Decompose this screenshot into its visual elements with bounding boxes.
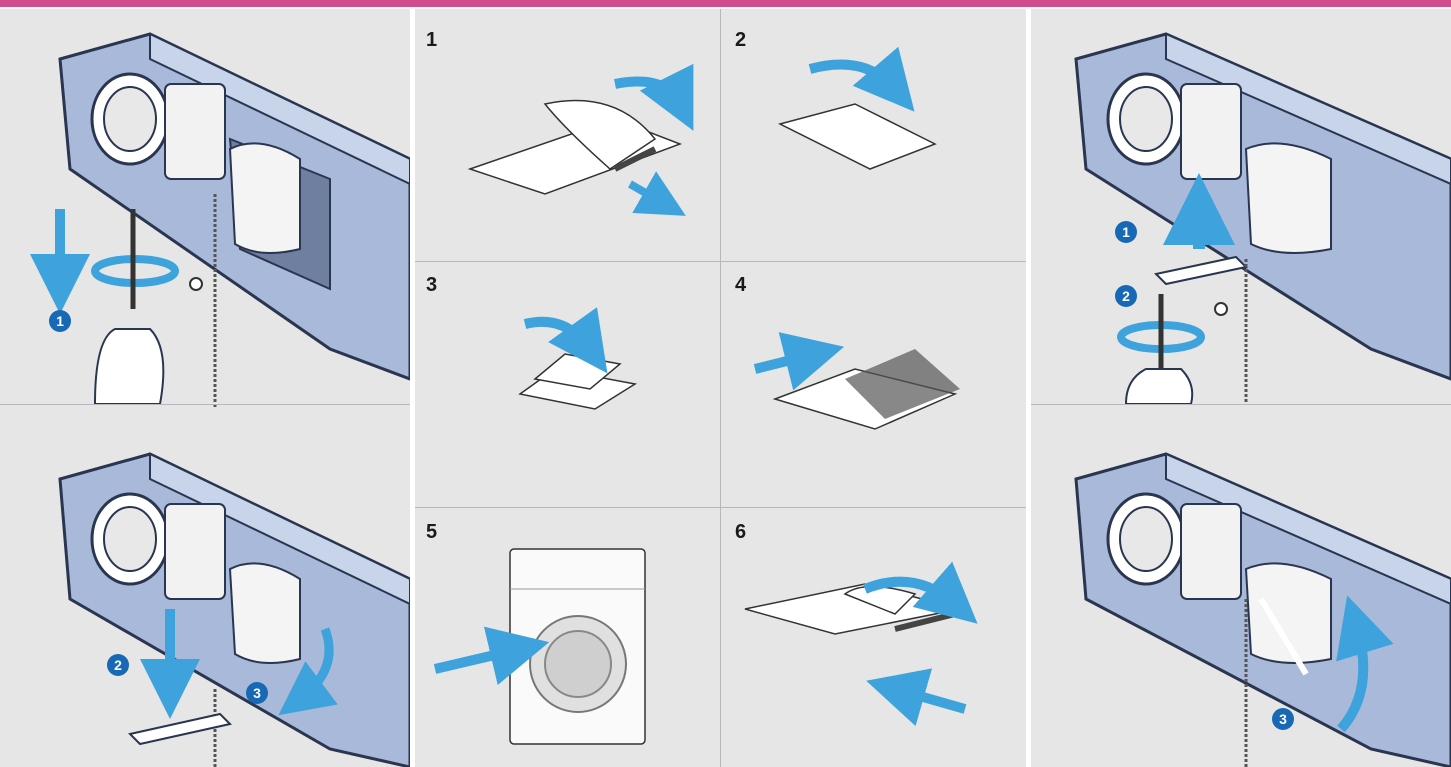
- step-number: 6: [735, 521, 746, 544]
- step-number: 3: [426, 274, 437, 297]
- grid-divider: [415, 261, 1026, 262]
- step-badge: 2: [1115, 285, 1137, 307]
- panel-divider: [0, 404, 410, 405]
- fabric-fold-again-icon: [520, 322, 635, 409]
- step-number: 2: [735, 29, 746, 52]
- grid-divider: [415, 507, 1026, 508]
- right-instruction-panel: 1 2 3: [1031, 9, 1451, 767]
- washing-machine-icon: [435, 549, 645, 744]
- step-badge: 1: [49, 310, 71, 332]
- left-instruction-panel: 1 2 3: [0, 9, 410, 767]
- hand-icon: [95, 329, 163, 404]
- fabric-fold-icon: [780, 65, 935, 170]
- step-badge: 1: [1115, 221, 1137, 243]
- step-number: 4: [735, 274, 746, 297]
- rail-bottom: [60, 454, 410, 767]
- step-badge: 3: [1272, 708, 1294, 730]
- fabric-reattach-icon: [745, 582, 965, 709]
- middle-instruction-panel: 1 2 3 4 5 6: [415, 9, 1026, 767]
- step-number: 1: [426, 29, 437, 52]
- screw-icon: [1215, 303, 1227, 315]
- grid-divider: [720, 9, 721, 767]
- hand-icon: [1126, 369, 1192, 404]
- step-badge: 3: [246, 682, 268, 704]
- step-number: 5: [426, 521, 437, 544]
- right-illustration: [1031, 9, 1451, 767]
- left-illustration: [0, 9, 410, 767]
- fabric-unfold-icon: [470, 82, 680, 205]
- bracket-icon: [1156, 257, 1246, 284]
- rail-bottom: [1076, 454, 1451, 767]
- screw-icon: [190, 278, 202, 290]
- panel-divider: [1031, 404, 1451, 405]
- accent-top-bar: [0, 0, 1451, 7]
- laundry-net-icon: [755, 349, 960, 429]
- step-badge: 2: [107, 654, 129, 676]
